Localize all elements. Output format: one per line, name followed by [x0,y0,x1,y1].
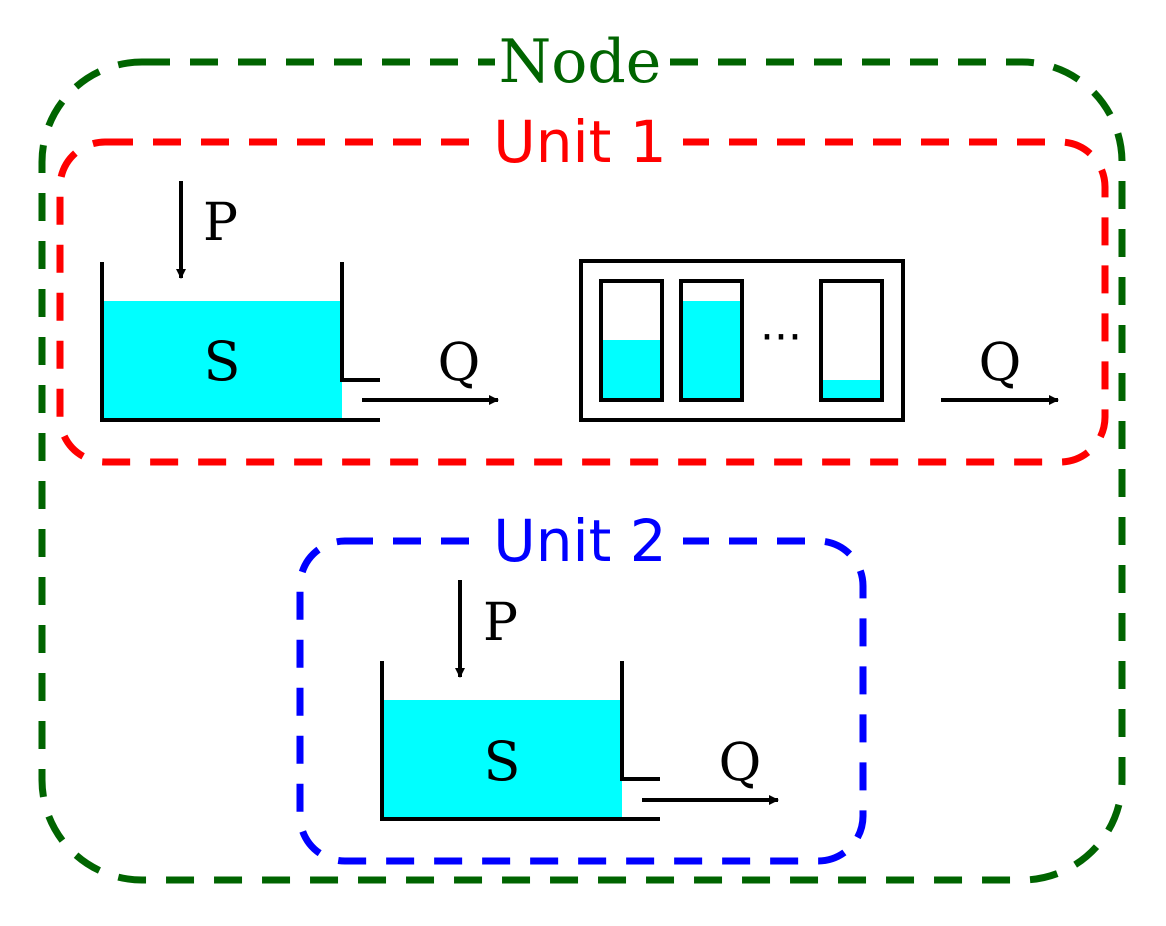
cascade-cell [599,279,664,402]
unit1-reservoir-water [102,301,342,420]
unit1-storage-label: S [204,330,241,393]
node-label: Node [499,27,662,97]
unit1-label-background [478,110,683,170]
unit2-label: Unit 2 [493,507,666,575]
unit1-cascade: ··· Q [579,259,1059,422]
node-label-background [495,30,665,90]
unit2-inflow-label: P [483,593,518,653]
cascade-ellipsis: ··· [760,312,802,363]
unit2-outflow-label: Q [719,733,762,793]
unit2-boundary [296,537,867,865]
unit1-inflow-label: P [203,193,238,253]
unit1-boundary [56,138,1109,466]
cascade-cell [819,279,884,402]
unit1-cascade-outflow-label: Q [979,333,1022,393]
unit1-reservoir-walls [100,262,380,422]
unit2-reservoir: S P Q [380,580,779,821]
unit2-reservoir-water [382,700,622,819]
unit1-reservoir-outflow-label: Q [438,333,481,393]
unit2-storage-label: S [484,730,521,793]
unit2-reservoir-walls [380,661,660,821]
cascade-frame [579,259,905,422]
cascade-cell-water [681,301,742,400]
cascade-cell-water [821,380,882,400]
cascade-cell [679,279,744,402]
unit1-label: Unit 1 [493,108,666,176]
cascade-cell-water [601,340,662,400]
unit1-reservoir: S P Q [100,181,499,422]
unit2-label-background [478,510,683,570]
